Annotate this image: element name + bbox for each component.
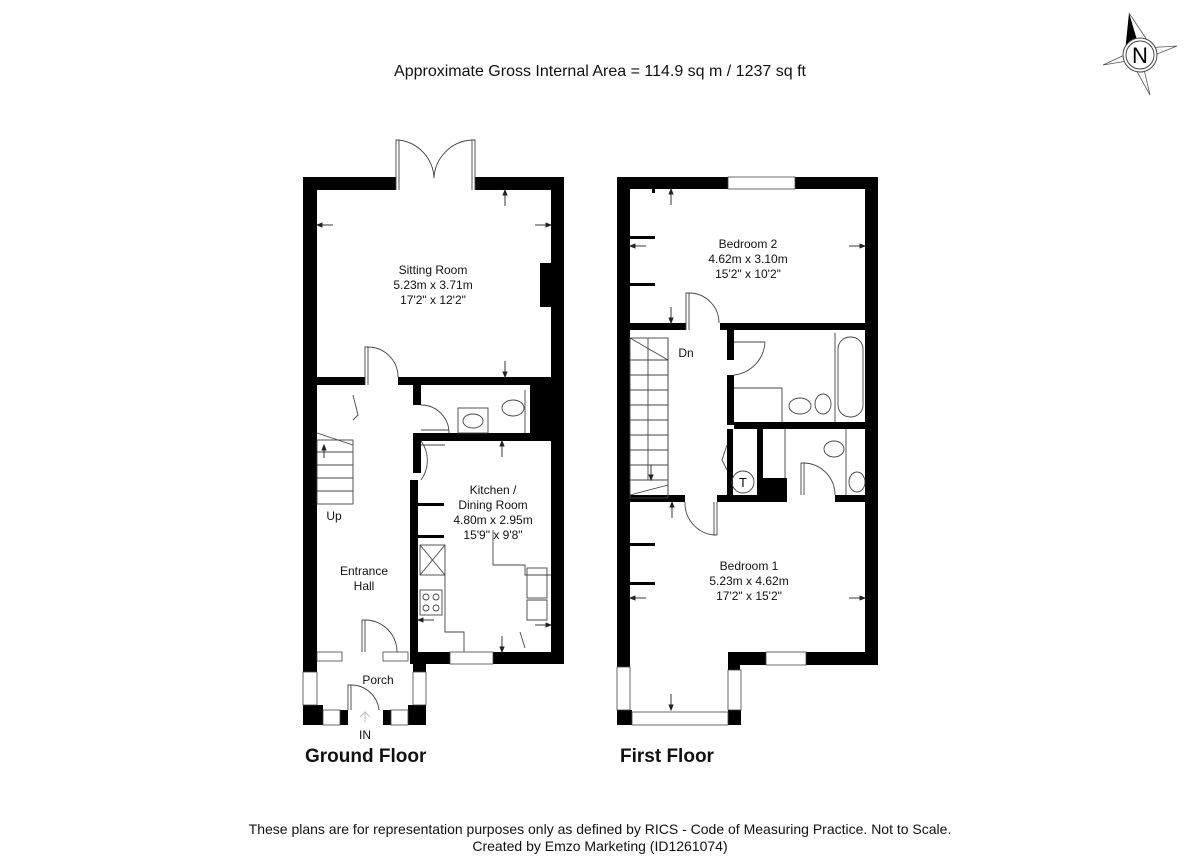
room-dimensions-imperial: 17'2" x 12'2" [400, 293, 466, 307]
stairs-up-label: Up [326, 509, 342, 523]
room-dimensions-metric: 5.23m x 3.71m [393, 278, 473, 292]
room-name: Kitchen / [469, 483, 517, 497]
room-name: Bedroom 2 [718, 237, 778, 251]
room-name: Porch [362, 673, 394, 687]
room-label-sitting-room: Sitting Room 5.23m x 3.71m 17'2" x 12'2" [393, 263, 472, 308]
credit-text: Created by Emzo Marketing (ID1261074) [472, 838, 728, 854]
floor-title-ground: Ground Floor [305, 746, 427, 767]
room-name: Sitting Room [398, 263, 468, 277]
room-dimensions-metric: 5.23m x 4.62m [709, 574, 789, 588]
room-label-bedroom-1: Bedroom 1 5.23m x 4.62m 17'2" x 15'2" [709, 559, 788, 604]
room-name: Entrance [339, 564, 389, 578]
room-label-bedroom-2: Bedroom 2 4.62m x 3.10m 15'2" x 10'2" [708, 237, 787, 282]
room-label-porch: Porch [362, 673, 393, 688]
north-arrow-compass-icon: N [1095, 10, 1185, 100]
room-name: Bedroom 1 [719, 559, 779, 573]
disclaimer-text: These plans are for representation purpo… [248, 821, 952, 837]
room-dimensions-metric: 4.62m x 3.10m [708, 252, 788, 266]
room-dimensions-imperial: 15'9" x 9'8" [463, 528, 523, 542]
room-label-kitchen-dining: Kitchen / Dining Room 4.80m x 2.95m 15'9… [453, 483, 532, 543]
room-dimensions-imperial: 15'2" x 10'2" [715, 267, 781, 281]
water-tank-label: T [739, 475, 747, 490]
svg-text:N: N [1132, 43, 1148, 68]
room-dimensions-metric: 4.80m x 2.95m [453, 513, 533, 527]
stairs-down-label: Dn [678, 346, 694, 360]
floor-title-first: First Floor [620, 746, 714, 767]
gross-internal-area-title: Approximate Gross Internal Area = 114.9 … [394, 63, 806, 80]
entrance-in-label: IN [359, 728, 371, 742]
room-dimensions-imperial: 17'2" x 15'2" [716, 589, 782, 603]
room-name-line2: Hall [353, 579, 375, 593]
room-name-line2: Dining Room [458, 498, 528, 512]
room-label-entrance-hall: Entrance Hall [340, 564, 388, 594]
